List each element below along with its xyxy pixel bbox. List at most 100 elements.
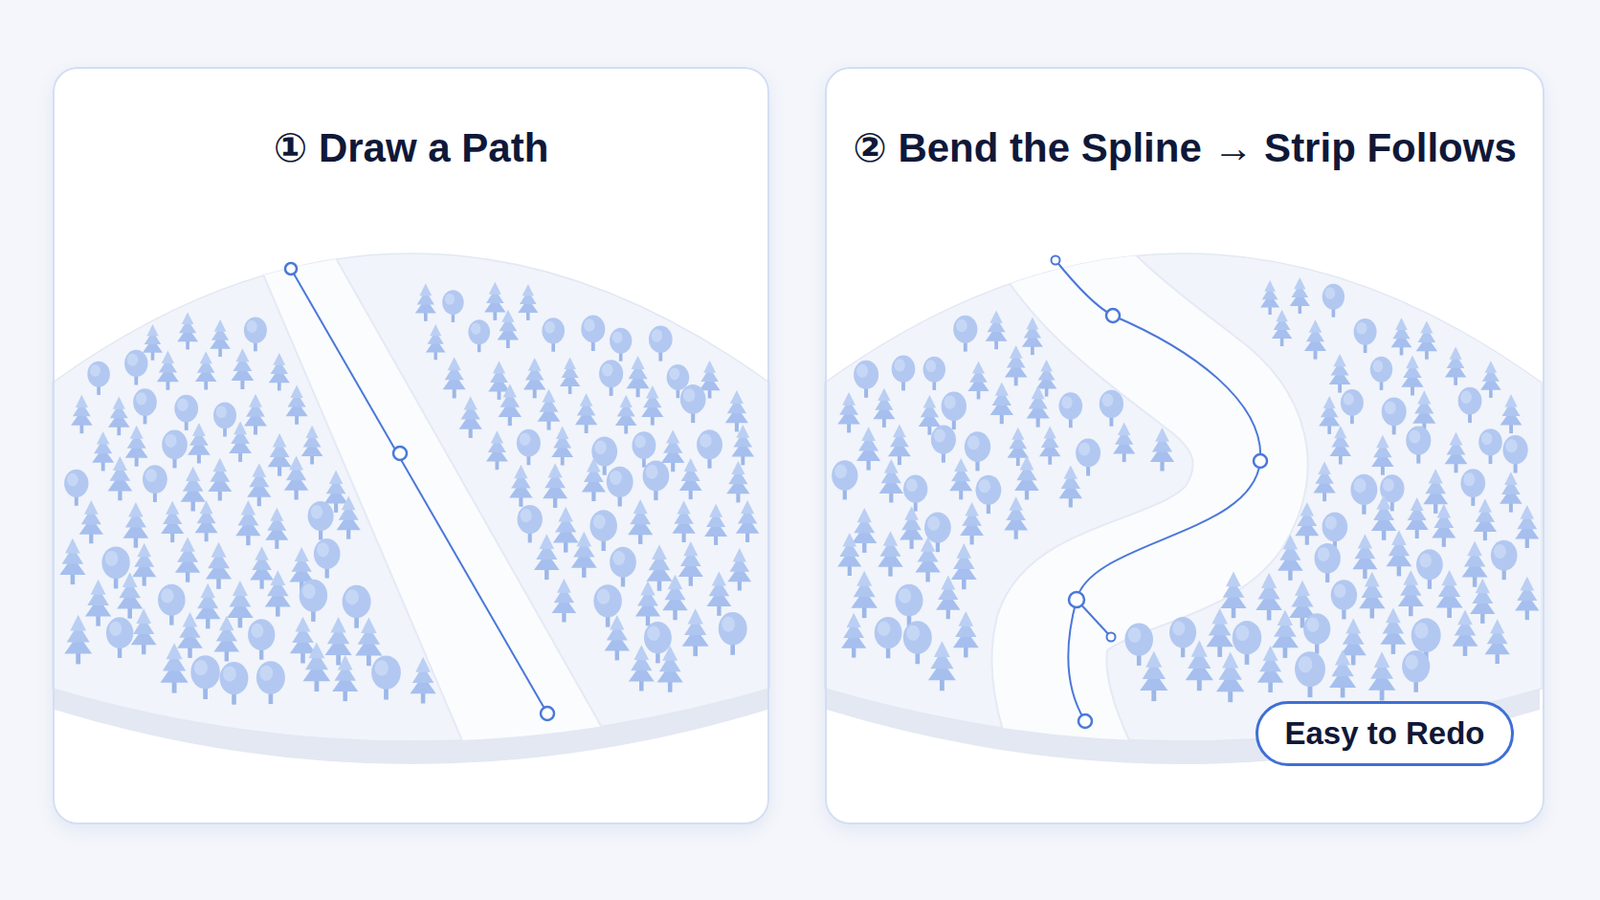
cone	[1031, 385, 1045, 400]
crown	[580, 314, 605, 343]
cone	[1300, 502, 1315, 517]
tree	[1431, 504, 1456, 548]
cone	[645, 385, 660, 400]
cone	[1333, 354, 1346, 367]
crown-light	[66, 473, 79, 488]
tree	[1412, 390, 1436, 433]
tree	[1304, 319, 1327, 359]
crown	[1322, 511, 1349, 542]
cone	[631, 355, 645, 370]
strip-edge	[1038, 220, 1251, 814]
cone	[492, 360, 506, 374]
crown	[517, 505, 543, 534]
tree	[1452, 610, 1479, 657]
cone	[711, 571, 727, 586]
crown-light	[1061, 396, 1072, 409]
cone	[923, 395, 937, 409]
crown	[1416, 549, 1444, 580]
tree	[124, 350, 148, 386]
cone	[563, 356, 577, 370]
cone	[1275, 310, 1288, 322]
cone	[146, 324, 158, 336]
crown	[941, 391, 967, 422]
tree	[609, 328, 632, 362]
tree	[516, 429, 541, 466]
tree	[1352, 533, 1378, 579]
cone	[662, 645, 678, 662]
cone	[1374, 651, 1391, 668]
tree	[106, 617, 134, 659]
cone	[1436, 504, 1451, 519]
tree	[187, 422, 211, 464]
tree	[425, 324, 446, 360]
strip	[1038, 220, 1251, 814]
cone	[1334, 649, 1351, 666]
cone	[684, 458, 698, 472]
tree	[1502, 435, 1528, 473]
tree	[1473, 498, 1497, 541]
tree	[877, 531, 903, 577]
crown-light	[721, 617, 735, 633]
tree	[313, 538, 341, 578]
tree	[1169, 617, 1197, 658]
cone	[609, 615, 624, 630]
tree	[903, 621, 933, 665]
cone	[1504, 471, 1518, 486]
crown	[244, 316, 267, 344]
crown-light	[894, 358, 906, 372]
tree	[609, 547, 637, 588]
control-point	[393, 446, 407, 461]
cone	[1478, 498, 1492, 512]
tree	[85, 579, 112, 627]
tree	[142, 324, 163, 361]
cone	[857, 508, 872, 523]
crown-light	[699, 433, 712, 447]
crown-light	[345, 589, 359, 605]
cone	[1364, 572, 1380, 588]
cone	[182, 612, 199, 628]
tree	[174, 395, 199, 431]
tree	[1205, 608, 1233, 658]
crown-light	[612, 331, 623, 344]
tree	[1478, 428, 1503, 465]
tree	[342, 585, 372, 629]
crown	[1303, 613, 1331, 645]
cone	[1519, 577, 1534, 592]
tree	[679, 458, 703, 500]
crown	[1354, 318, 1378, 346]
cone	[254, 546, 268, 560]
tree	[1075, 439, 1101, 477]
crown-light	[216, 405, 227, 419]
cone	[235, 348, 249, 362]
cone	[305, 425, 318, 439]
crown-light	[316, 542, 330, 557]
tree	[704, 504, 728, 546]
tree	[1398, 570, 1424, 617]
crown	[609, 328, 632, 355]
tree	[1318, 396, 1340, 435]
step-title: ① Draw a Path	[54, 124, 768, 172]
tree	[1271, 310, 1292, 347]
cone	[1485, 360, 1498, 374]
tree	[541, 317, 565, 353]
crown	[101, 546, 130, 579]
cone	[447, 356, 462, 371]
cone	[703, 360, 716, 374]
crown-light	[519, 433, 532, 446]
crown	[371, 655, 401, 689]
tree	[1385, 530, 1412, 577]
tree	[235, 500, 261, 546]
control-point	[540, 707, 555, 721]
cone	[1376, 435, 1390, 449]
tree	[959, 502, 984, 545]
crown	[64, 469, 89, 498]
tree	[1059, 466, 1084, 509]
crown-light	[164, 434, 177, 448]
cone	[1044, 425, 1057, 439]
step-panel: ② Bend the Spline → Strip FollowsEasy to…	[824, 66, 1545, 825]
cone	[1261, 573, 1277, 589]
cone	[964, 502, 978, 516]
step-panel: ① Draw a Path	[52, 66, 770, 825]
crown	[1322, 284, 1345, 311]
tree	[177, 612, 203, 659]
